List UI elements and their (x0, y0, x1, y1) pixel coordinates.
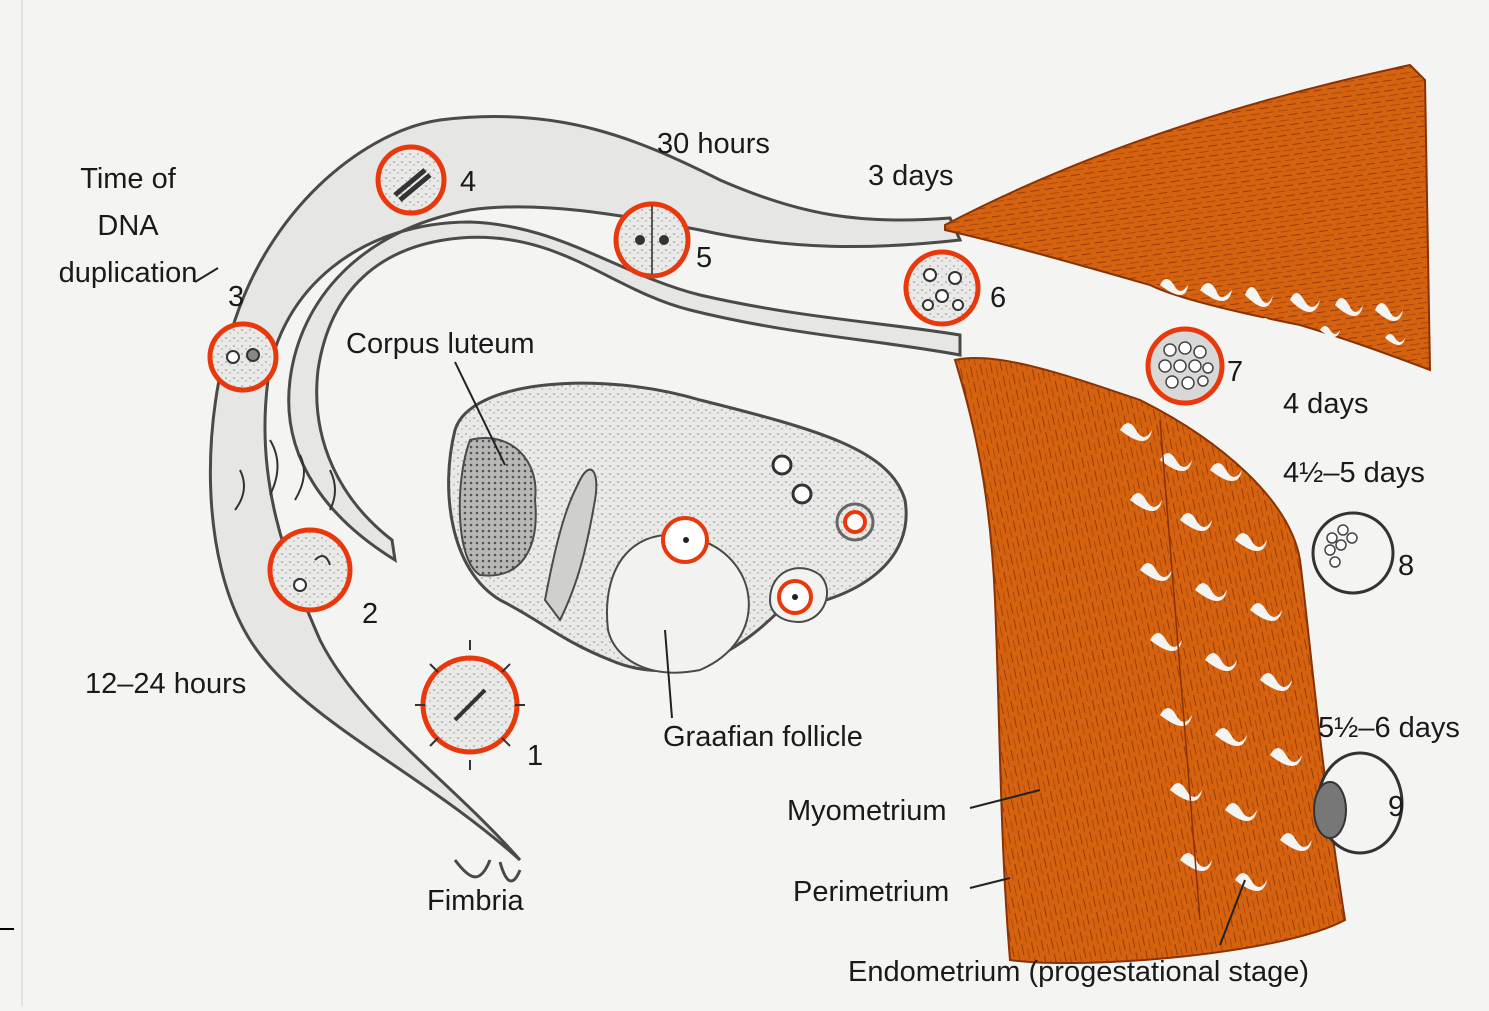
label-perimetrium: Perimetrium (793, 876, 949, 908)
corpus-luteum-body (460, 438, 536, 575)
stage-number-7: 7 (1227, 356, 1243, 388)
stage-number-9: 9 (1388, 791, 1404, 823)
stage-number-6: 6 (990, 282, 1006, 314)
label-corpus-luteum: Corpus luteum (346, 328, 535, 360)
stage-8-blastocyst (1313, 513, 1393, 593)
label-4-5-days: 4½–5 days (1283, 457, 1425, 489)
stage-7-morula (1148, 329, 1222, 403)
label-endometrium: Endometrium (progestational stage) (848, 956, 1309, 988)
label-time-of: Time of (80, 163, 177, 195)
primary-follicle-2 (793, 485, 811, 503)
stage-5-two-cell (616, 204, 688, 276)
label-fimbria: Fimbria (427, 885, 525, 917)
stage-4-spindle (378, 147, 444, 213)
uterus-upper-wall (945, 65, 1430, 370)
primary-follicle-1 (773, 456, 791, 474)
stage-number-8: 8 (1398, 550, 1414, 582)
stage-number-1: 1 (527, 740, 543, 772)
stage-6-cleavage (906, 252, 978, 324)
secondary-follicle-oocyte (845, 512, 865, 532)
label-12-24-hours: 12–24 hours (85, 668, 246, 700)
label-30-hours: 30 hours (657, 128, 770, 160)
label-dna: DNA (97, 210, 159, 242)
stage-number-4: 4 (460, 166, 476, 198)
label-myometrium: Myometrium (787, 795, 947, 827)
label-5-6-days: 5½–6 days (1318, 712, 1460, 744)
label-4-days: 4 days (1283, 388, 1368, 420)
stage-number-5: 5 (696, 242, 712, 274)
label-graafian-follicle: Graafian follicle (663, 721, 863, 753)
stage-3-pronuclei (210, 324, 276, 390)
stage-number-2: 2 (362, 598, 378, 630)
uterus-lower-wall (955, 358, 1345, 963)
label-duplication: duplication (59, 257, 198, 289)
ovary (449, 383, 907, 672)
label-3-days: 3 days (868, 160, 953, 192)
stage-1-oocyte (415, 640, 525, 770)
stage-number-3: 3 (228, 281, 244, 313)
